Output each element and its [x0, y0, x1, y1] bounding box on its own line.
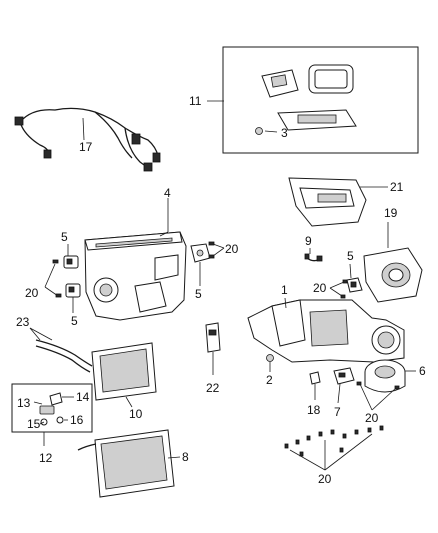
blower-motor: [364, 359, 416, 393]
valve-kit-group: [11, 383, 93, 446]
callout-5-c: 5: [71, 314, 78, 328]
screws-center: [329, 279, 348, 299]
actuator-left-lower: [65, 283, 81, 313]
callout-20-e: 20: [318, 472, 332, 486]
callout-14: 14: [76, 390, 90, 404]
callout-20-c: 20: [313, 281, 327, 295]
screws-right: [208, 241, 225, 259]
mode-bracket: [309, 371, 321, 400]
callout-17: 17: [79, 140, 93, 154]
callout-5-b: 5: [195, 287, 202, 301]
air-inlet-duct: [288, 177, 388, 227]
seal-part-plug: [255, 127, 263, 135]
callout-2: 2: [266, 373, 273, 387]
callout-9: 9: [305, 234, 312, 248]
hvac-housing-front: [84, 198, 187, 321]
callout-15: 15: [27, 417, 41, 431]
callout-23: 23: [16, 315, 30, 329]
screws-left: [44, 259, 62, 298]
seal-kit-group: [207, 46, 419, 154]
callout-20-b: 20: [25, 286, 39, 300]
valve-kit-box: [11, 383, 93, 433]
callout-13: 13: [17, 396, 31, 410]
blower-resistor: [333, 367, 355, 404]
callout-8: 8: [182, 450, 189, 464]
callout-3: 3: [281, 126, 288, 140]
heater-core: [91, 342, 157, 408]
blower-upper: [363, 222, 423, 303]
callout-16: 16: [70, 413, 84, 427]
callout-5-a: 5: [61, 230, 68, 244]
callout-18: 18: [307, 403, 321, 417]
callout-10: 10: [129, 407, 143, 421]
cable-sensor: [304, 248, 323, 262]
seal-part-plate: [277, 109, 357, 131]
callout-5-d: 5: [347, 249, 354, 263]
screws-loose-group: [284, 425, 384, 471]
wiring-harness: [14, 107, 161, 172]
actuator-right: [190, 243, 211, 286]
callout-6: 6: [419, 364, 426, 378]
callout-1: 1: [281, 283, 288, 297]
callout-21: 21: [390, 180, 404, 194]
callout-20-a: 20: [225, 242, 239, 256]
drain-plug: [266, 354, 274, 372]
callout-19: 19: [384, 206, 398, 220]
screws-blower: [356, 381, 400, 411]
heater-tubes: [29, 327, 93, 373]
sensor-module: [205, 322, 221, 375]
callout-11: 11: [189, 94, 202, 108]
actuator-left-upper: [63, 244, 79, 269]
seal-part-bracket: [261, 69, 299, 98]
callout-20-d: 20: [365, 411, 379, 425]
hvac-housing-main: [247, 297, 405, 363]
seal-kit-box: [222, 46, 419, 154]
evaporator-core: [77, 429, 181, 498]
callout-4: 4: [164, 186, 171, 200]
actuator-center: [346, 263, 363, 293]
callout-12: 12: [39, 451, 53, 465]
callout-22: 22: [206, 381, 220, 395]
callout-7: 7: [334, 405, 341, 419]
seal-part-gasket: [308, 64, 354, 94]
